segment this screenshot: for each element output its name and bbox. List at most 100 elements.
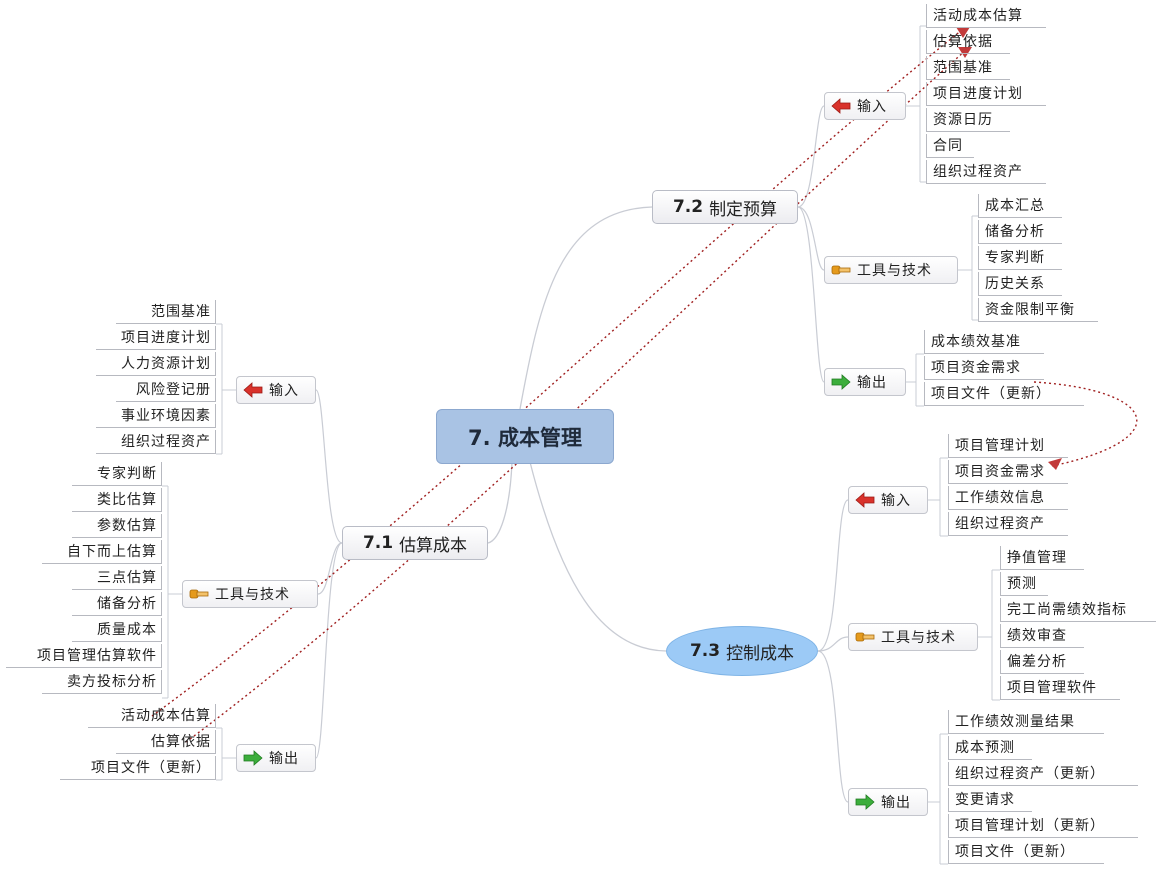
list-item[interactable]: 类比估算: [72, 488, 162, 512]
branch-number: 7.3: [689, 641, 721, 661]
list-item[interactable]: 偏差分析: [1000, 650, 1084, 674]
list-item[interactable]: 成本绩效基准: [924, 330, 1044, 354]
wrench-tool-icon: [831, 265, 851, 275]
b72-tools-category[interactable]: 工具与技术: [824, 256, 958, 284]
b73-to-tools-connector: [817, 636, 849, 652]
list-item[interactable]: 项目进度计划: [926, 82, 1046, 106]
red-left-arrow-icon: [855, 492, 875, 508]
branch-title: 估算成本: [399, 535, 468, 556]
list-item[interactable]: 范围基准: [116, 300, 216, 324]
list-item[interactable]: 完工尚需绩效指标: [1000, 598, 1156, 622]
list-item[interactable]: 项目资金需求: [924, 356, 1044, 380]
list-item[interactable]: 项目管理计划（更新）: [948, 814, 1138, 838]
b72-to-input-connector: [797, 105, 825, 208]
list-item[interactable]: 历史关系: [978, 272, 1062, 296]
root-topic[interactable]: 7. 成本管理: [436, 409, 614, 464]
relation-arrowhead-3: [1048, 458, 1062, 470]
b72-tools-leaf-lines: [958, 215, 978, 321]
list-item[interactable]: 活动成本估算: [926, 4, 1046, 28]
list-item[interactable]: 项目文件（更新）: [60, 756, 216, 780]
b72-output-category[interactable]: 输出: [824, 368, 906, 396]
list-item[interactable]: 质量成本: [72, 618, 162, 642]
list-item[interactable]: 活动成本估算: [88, 704, 216, 728]
list-item[interactable]: 项目文件（更新）: [948, 840, 1104, 864]
relation-arrowhead-1: [956, 27, 970, 38]
relation-arrowhead-2: [958, 47, 972, 58]
list-item[interactable]: 成本汇总: [978, 194, 1062, 218]
root-to-7.2-connector: [519, 206, 653, 410]
branch-title: 控制成本: [726, 643, 795, 664]
b73-to-output-connector: [817, 650, 849, 803]
wrench-tool-icon: [189, 589, 209, 599]
list-item[interactable]: 项目管理估算软件: [6, 644, 162, 668]
b73-input-leaf-lines: [928, 457, 948, 537]
list-item[interactable]: 参数估算: [72, 514, 162, 538]
list-item[interactable]: 项目进度计划: [96, 326, 216, 350]
list-item[interactable]: 储备分析: [978, 220, 1062, 244]
list-item[interactable]: 三点估算: [72, 566, 162, 590]
green-right-arrow-icon: [855, 794, 875, 810]
list-item[interactable]: 成本预测: [948, 736, 1032, 760]
list-item[interactable]: 变更请求: [948, 788, 1032, 812]
branch-7.1-estimate-cost[interactable]: 7.1 估算成本: [342, 526, 488, 560]
list-item[interactable]: 风险登记册: [116, 378, 216, 402]
branch-title: 制定预算: [709, 199, 778, 220]
root-to-7.3-connector: [529, 461, 667, 652]
b71-tools-category[interactable]: 工具与技术: [182, 580, 318, 608]
b72-output-leaf-lines: [906, 353, 924, 407]
b71-to-tools-connector: [317, 542, 343, 595]
b72-to-output-connector: [797, 206, 825, 383]
list-item[interactable]: 范围基准: [926, 56, 1010, 80]
list-item[interactable]: 储备分析: [72, 592, 162, 616]
b73-tools-leaf-lines: [978, 569, 1000, 701]
list-item[interactable]: 组织过程资产（更新）: [948, 762, 1138, 786]
list-item[interactable]: 自下而上估算: [42, 540, 162, 564]
list-item[interactable]: 项目管理计划: [948, 434, 1068, 458]
list-item[interactable]: 组织过程资产: [948, 512, 1068, 536]
b72-input-category[interactable]: 输入: [824, 92, 906, 120]
list-item[interactable]: 估算依据: [926, 30, 1010, 54]
b72-input-leaf-lines: [906, 25, 926, 183]
list-item[interactable]: 事业环境因素: [96, 404, 216, 428]
red-left-arrow-icon: [831, 98, 851, 114]
list-item[interactable]: 项目资金需求: [948, 460, 1068, 484]
list-item[interactable]: 绩效审查: [1000, 624, 1084, 648]
b71-to-output-connector: [315, 542, 343, 759]
b71-tools-leaf-lines: [162, 485, 182, 699]
branch-7.3-control-cost[interactable]: 7.3 控制成本: [666, 626, 818, 676]
list-item[interactable]: 组织过程资产: [96, 430, 216, 454]
list-item[interactable]: 专家判断: [72, 462, 162, 486]
b71-output-leaf-lines: [216, 727, 236, 781]
green-right-arrow-icon: [831, 374, 851, 390]
list-item[interactable]: 合同: [926, 134, 974, 158]
root-to-7.1-connector: [487, 461, 513, 544]
list-item[interactable]: 估算依据: [116, 730, 216, 754]
b73-to-input-connector: [817, 499, 849, 652]
branch-number: 7.2: [672, 197, 704, 217]
b71-input-leaf-lines: [216, 323, 236, 455]
list-item[interactable]: 组织过程资产: [926, 160, 1046, 184]
list-item[interactable]: 工作绩效信息: [948, 486, 1068, 510]
list-item[interactable]: 挣值管理: [1000, 546, 1084, 570]
list-item[interactable]: 项目文件（更新）: [924, 382, 1084, 406]
relation-link-activity-estimate: [151, 29, 963, 717]
b71-input-category[interactable]: 输入: [236, 376, 316, 404]
list-item[interactable]: 卖方投标分析: [42, 670, 162, 694]
b73-input-category[interactable]: 输入: [848, 486, 928, 514]
list-item[interactable]: 人力资源计划: [96, 352, 216, 376]
red-left-arrow-icon: [243, 382, 263, 398]
branch-7.2-determine-budget[interactable]: 7.2 制定预算: [652, 190, 798, 224]
list-item[interactable]: 专家判断: [978, 246, 1062, 270]
b71-output-category[interactable]: 输出: [236, 744, 316, 772]
green-right-arrow-icon: [243, 750, 263, 766]
b73-output-category[interactable]: 输出: [848, 788, 928, 816]
list-item[interactable]: 资金限制平衡: [978, 298, 1098, 322]
list-item[interactable]: 预测: [1000, 572, 1048, 596]
branch-number: 7.1: [362, 533, 394, 553]
wrench-tool-icon: [855, 632, 875, 642]
list-item[interactable]: 资源日历: [926, 108, 1010, 132]
list-item[interactable]: 工作绩效测量结果: [948, 710, 1104, 734]
b72-to-tools-connector: [797, 206, 825, 271]
list-item[interactable]: 项目管理软件: [1000, 676, 1120, 700]
b73-tools-category[interactable]: 工具与技术: [848, 623, 978, 651]
